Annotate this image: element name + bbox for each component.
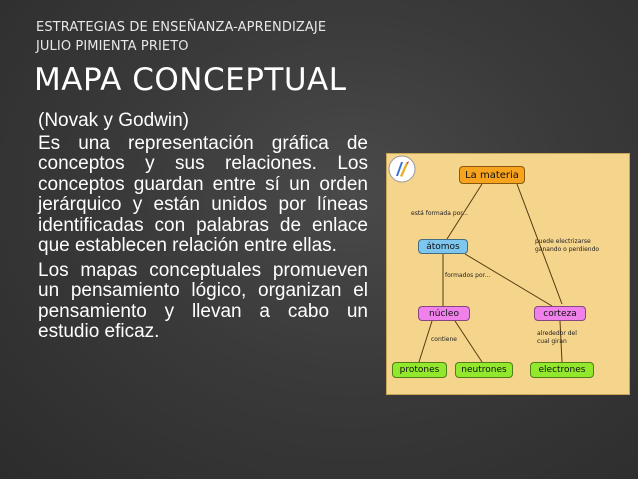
benefits-paragraph: Los mapas conceptuales promueven un pens…: [38, 259, 368, 342]
connector-materia-corteza: [516, 183, 563, 305]
slide-body: (Novak y Godwin) Es una representación g…: [38, 110, 368, 347]
concept-node-neutrones: neutrones: [455, 362, 513, 378]
concept-map-connectors: [418, 183, 563, 363]
link-label-electrizarse-line1: puede electrizarse: [535, 238, 591, 245]
connector-nucleo-neutrones: [454, 320, 483, 363]
link-label-alrededor: alrededor del cual giran: [537, 330, 577, 345]
link-label-contiene: contiene: [431, 336, 457, 343]
connector-nucleo-protones: [418, 320, 433, 363]
link-label-electrizarse: puede electrizarse ganando o perdiendo: [535, 238, 599, 253]
author-name: JULIO PIMIENTA PRIETO: [36, 39, 189, 54]
pencil-compass-icon: [388, 155, 416, 183]
link-label-alrededor-line1: alrededor del: [537, 330, 577, 337]
connector-corteza-electrones: [559, 320, 563, 363]
definition-paragraph: Es una representación gráfica de concept…: [38, 132, 368, 256]
concept-node-nucleo: núcleo: [418, 306, 470, 321]
link-label-alrededor-line2: cual giran: [537, 337, 567, 345]
link-label-electrizarse-line2: ganando o perdiendo: [535, 245, 600, 253]
link-label-formados: formados por...: [445, 272, 491, 279]
concept-node-protones: protones: [392, 362, 447, 378]
connector-atomos-corteza: [464, 253, 553, 307]
concept-node-atomos: átomos: [418, 239, 468, 254]
concept-node-electrones: electrones: [530, 362, 594, 378]
concept-node-corteza: corteza: [534, 306, 586, 321]
concept-node-materia: La materia: [459, 166, 525, 184]
authors-citation: (Novak y Godwin): [38, 110, 189, 131]
concept-map-image: La materia átomos núcleo corteza protone…: [386, 153, 630, 395]
link-label-formada: está formada por...: [411, 210, 468, 217]
slide-title: MAPA CONCEPTUAL: [34, 62, 347, 98]
slide-header: ESTRATEGIAS DE ENSEÑANZA-APRENDIZAJE JUL…: [36, 18, 326, 56]
connector-materia-atomos: [446, 183, 483, 240]
course-title: ESTRATEGIAS DE ENSEÑANZA-APRENDIZAJE: [36, 20, 327, 35]
